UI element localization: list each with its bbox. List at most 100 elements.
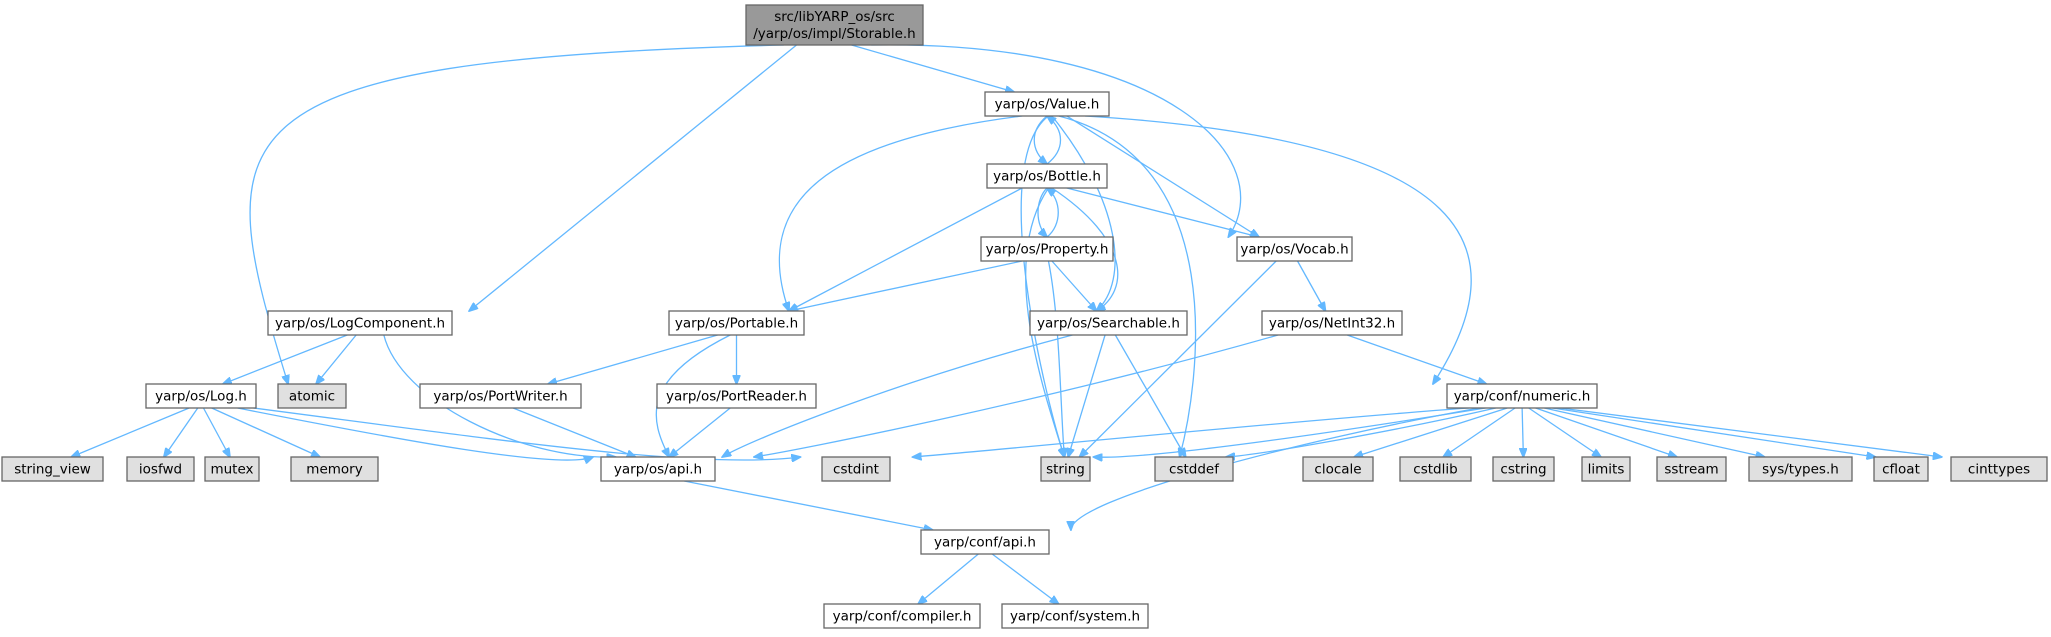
node-iosfwd: iosfwd: [126, 456, 195, 482]
node-box-numeric: [1446, 383, 1598, 409]
node-mutex: mutex: [204, 456, 260, 482]
node-label-clocale: clocale: [1314, 462, 1361, 478]
edge-numeric-to-string: [1093, 407, 1486, 457]
node-label-atomic: atomic: [289, 389, 335, 405]
edge-log-to-iosfwd: [164, 407, 199, 457]
node-label-memory: memory: [306, 462, 362, 478]
node-label-portable: yarp/os/Portable.h: [675, 316, 798, 332]
node-label-vocab: yarp/os/Vocab.h: [1240, 242, 1348, 258]
edge-log-to-cstdint: [253, 407, 800, 460]
node-systypes: sys/types.h: [1748, 456, 1853, 482]
node-netint32[interactable]: yarp/os/NetInt32.h: [1261, 310, 1403, 336]
node-value[interactable]: yarp/os/Value.h: [984, 91, 1110, 117]
node-bottle[interactable]: yarp/os/Bottle.h: [986, 163, 1108, 189]
node-logcomponent[interactable]: yarp/os/LogComponent.h: [267, 310, 453, 336]
node-box-iosfwd: [126, 456, 195, 482]
node-root[interactable]: src/libYARP_os/src/yarp/os/impl/Storable…: [745, 4, 924, 46]
node-property[interactable]: yarp/os/Property.h: [980, 236, 1114, 262]
node-box-osapi: [600, 456, 716, 482]
node-box-cinttypes: [1950, 456, 2048, 482]
edge-bottle-to-searchable: [1051, 187, 1119, 311]
edge-searchable-to-string: [1068, 334, 1106, 457]
node-label-iosfwd: iosfwd: [139, 462, 182, 478]
edge-logcomponent-to-atomic: [316, 334, 357, 384]
node-string_view: string_view: [1, 456, 104, 482]
node-label-logcomponent: yarp/os/LogComponent.h: [275, 316, 445, 332]
node-label-sstream: sstream: [1664, 462, 1718, 478]
nodes-layer: src/libYARP_os/src/yarp/os/impl/Storable…: [1, 4, 2048, 629]
edge-osapi-to-confapi: [684, 480, 933, 530]
node-label-property: yarp/os/Property.h: [986, 242, 1109, 258]
node-compiler[interactable]: yarp/conf/compiler.h: [823, 603, 981, 629]
edge-bottle-to-property: [1037, 187, 1047, 237]
edge-numeric-to-cstdint: [913, 407, 1469, 457]
edge-numeric-to-sstream: [1535, 407, 1677, 457]
node-string: string: [1040, 456, 1091, 482]
edge-property-to-searchable: [1051, 260, 1097, 311]
node-label-cstddef: cstddef: [1169, 462, 1220, 478]
edge-root-to-vocab: [871, 44, 1242, 237]
node-box-limits: [1581, 456, 1631, 482]
node-clocale: clocale: [1302, 456, 1374, 482]
edge-bottle-to-value: [1047, 116, 1061, 165]
node-box-compiler: [823, 603, 981, 629]
node-memory: memory: [290, 456, 379, 482]
edge-log-to-memory: [211, 407, 320, 457]
node-log[interactable]: yarp/os/Log.h: [145, 383, 257, 409]
node-vocab[interactable]: yarp/os/Vocab.h: [1236, 236, 1353, 262]
node-label-root: src/libYARP_os/src: [774, 9, 895, 25]
node-searchable[interactable]: yarp/os/Searchable.h: [1029, 310, 1188, 336]
edge-portwriter-to-osapi: [512, 407, 635, 457]
node-confapi[interactable]: yarp/conf/api.h: [920, 529, 1050, 555]
node-box-vocab: [1236, 236, 1353, 262]
node-label-string: string: [1046, 462, 1085, 478]
node-box-cfloat: [1873, 456, 1929, 482]
node-box-portable: [668, 310, 805, 336]
node-box-mutex: [204, 456, 260, 482]
edge-confapi-to-system: [991, 553, 1058, 604]
node-box-bottle: [986, 163, 1108, 189]
node-label-numeric: yarp/conf/numeric.h: [1454, 389, 1591, 405]
node-box-value: [984, 91, 1110, 117]
node-label-system: yarp/conf/system.h: [1010, 609, 1140, 625]
node-box-cstddef: [1154, 456, 1234, 482]
edge-vocab-to-string: [1080, 260, 1277, 457]
node-label-cstring: cstring: [1500, 462, 1546, 478]
node-atomic: atomic: [277, 383, 347, 409]
edge-value-to-searchable: [1051, 115, 1116, 311]
node-label-portreader: yarp/os/PortReader.h: [666, 389, 807, 405]
node-box-netint32: [1261, 310, 1403, 336]
node-label-cstdlib: cstdlib: [1413, 462, 1457, 478]
edge-numeric-to-systypes: [1544, 407, 1764, 457]
node-box-root: [745, 4, 924, 46]
node-limits: limits: [1581, 456, 1631, 482]
edge-log-to-string_view: [71, 407, 190, 457]
node-box-memory: [290, 456, 379, 482]
node-osapi[interactable]: yarp/os/api.h: [600, 456, 716, 482]
edge-log-to-mutex: [202, 407, 229, 457]
edge-property-to-portable: [789, 260, 1023, 311]
edge-root-to-value: [851, 44, 1015, 92]
node-label-value: yarp/os/Value.h: [995, 97, 1100, 113]
node-portable[interactable]: yarp/os/Portable.h: [668, 310, 805, 336]
edge-numeric-to-cstring: [1522, 407, 1523, 457]
node-box-atomic: [277, 383, 347, 409]
node-label-compiler: yarp/conf/compiler.h: [833, 609, 972, 625]
node-system[interactable]: yarp/conf/system.h: [1001, 603, 1149, 629]
node-label-mutex: mutex: [210, 462, 253, 478]
node-cstring: cstring: [1492, 456, 1555, 482]
edge-logcomponent-to-log: [223, 334, 348, 384]
node-portwriter[interactable]: yarp/os/PortWriter.h: [419, 383, 582, 409]
node-cstddef: cstddef: [1154, 456, 1234, 482]
node-numeric[interactable]: yarp/conf/numeric.h: [1446, 383, 1598, 409]
node-label-log: yarp/os/Log.h: [155, 389, 247, 405]
node-sstream: sstream: [1656, 456, 1727, 482]
node-box-cstdlib: [1399, 456, 1472, 482]
edge-bottle-to-vocab: [1066, 187, 1259, 237]
node-cinttypes: cinttypes: [1950, 456, 2048, 482]
node-label-cinttypes: cinttypes: [1968, 462, 2030, 478]
node-portreader[interactable]: yarp/os/PortReader.h: [656, 383, 817, 409]
edge-property-to-bottle: [1047, 188, 1059, 238]
node-box-sstream: [1656, 456, 1727, 482]
